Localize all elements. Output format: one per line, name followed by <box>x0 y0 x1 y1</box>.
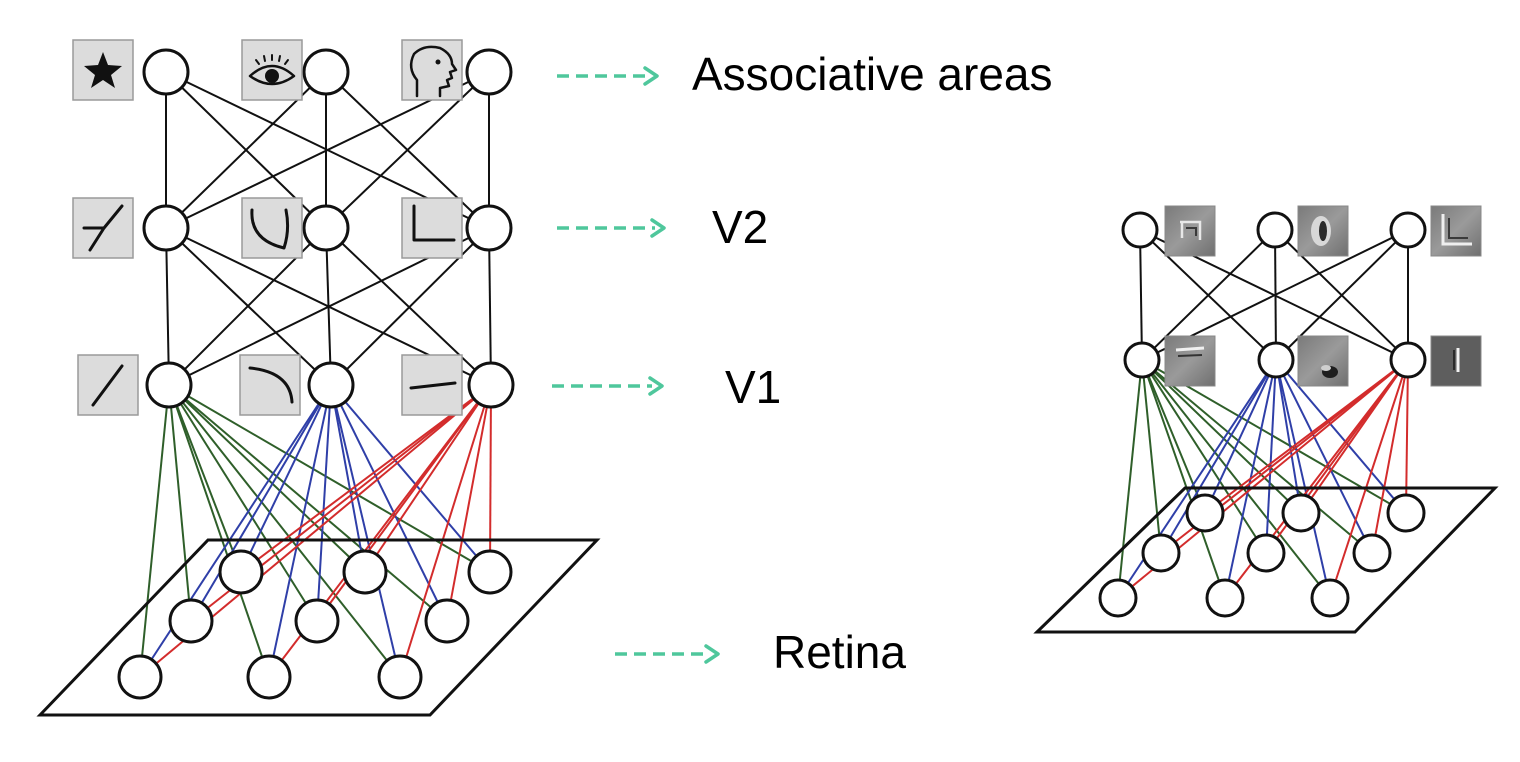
retina-neuron <box>294 598 340 644</box>
edge-v1-to-retina <box>316 384 332 622</box>
edge-v2-to-v1 <box>1139 229 1143 361</box>
retina-label: Retina <box>773 626 906 678</box>
v1-neuron <box>145 361 193 409</box>
v2-label: V2 <box>712 201 768 253</box>
right-network-nodes <box>1098 211 1427 618</box>
edge-v1-to-retina <box>399 384 492 678</box>
edge-v1-to-retina <box>139 384 170 678</box>
edge-v1-to-retina <box>1141 359 1373 554</box>
edge-v1-to-retina <box>330 384 448 622</box>
star-icon <box>72 39 134 101</box>
edge-v1-to-retina <box>330 384 401 678</box>
associative-neuron <box>302 48 350 96</box>
v1-neuron <box>1389 341 1427 379</box>
corner-icon <box>401 197 463 259</box>
v1-neuron <box>1123 341 1161 379</box>
edge-v2-to-v1 <box>165 227 170 386</box>
learned-filter-blob-icon <box>1297 205 1349 257</box>
retina-neuron <box>1386 493 1426 533</box>
edge-v1-to-retina <box>1265 359 1277 554</box>
associative-areas-label: Associative areas <box>692 48 1053 100</box>
t-junction-icon <box>72 197 134 259</box>
v2-neuron <box>1256 211 1294 249</box>
retina-neuron <box>1098 578 1138 618</box>
edge-v1-to-retina <box>1371 359 1409 554</box>
edge-v2-to-v1 <box>1141 229 1276 361</box>
edge-v1-to-retina <box>168 384 270 678</box>
retina-neuron <box>246 654 292 700</box>
right-retina-plane <box>1033 486 1499 634</box>
associative-neuron <box>465 48 513 96</box>
learned-filter-bar-icon <box>1430 335 1482 387</box>
edge-v1-to-retina <box>168 384 448 622</box>
retina-neuron <box>1352 533 1392 573</box>
horizontal-line-icon <box>401 354 463 416</box>
left-retina-plane <box>36 538 601 717</box>
edge-v1-to-retina <box>1405 359 1409 514</box>
edge-v1-to-retina <box>489 384 492 573</box>
curve-icon <box>241 197 303 259</box>
retina-neuron <box>377 654 423 700</box>
v2-neuron <box>142 204 190 252</box>
edge-v1-to-retina <box>1117 359 1143 599</box>
left-network-nodes <box>117 48 515 700</box>
edge-v1-to-retina <box>168 384 192 622</box>
retina-neuron <box>1281 493 1321 533</box>
diagonal-line-icon <box>77 354 139 416</box>
associative-neuron <box>142 48 190 96</box>
v1-neuron <box>467 361 515 409</box>
retina-arrow <box>615 644 720 664</box>
edge-v1-to-retina <box>168 384 401 678</box>
edge-v1-to-retina <box>446 384 492 622</box>
edge-v1-to-retina <box>268 384 332 678</box>
retina-neuron <box>1141 533 1181 573</box>
retina-neuron <box>168 598 214 644</box>
edge-v2-to-v1 <box>325 227 492 386</box>
retina-neuron <box>218 549 264 595</box>
retina-neuron <box>1246 533 1286 573</box>
v1-arrow <box>552 376 664 396</box>
learned-filter-edge-icon <box>1164 335 1216 387</box>
v1-label: V1 <box>725 361 781 413</box>
v2-neuron <box>1389 211 1427 249</box>
retina-neuron <box>424 598 470 644</box>
edge-v1-to-retina <box>168 384 318 622</box>
learned-filter-corner-icon <box>1430 205 1482 257</box>
edge-v2-to-v1 <box>488 227 492 386</box>
retina-neuron <box>1185 493 1225 533</box>
v1-neuron <box>1257 341 1295 379</box>
v2-arrow <box>557 218 666 238</box>
edge-v1-to-retina <box>1160 359 1277 554</box>
edge-v1-to-retina <box>1275 359 1331 599</box>
arc-icon <box>239 354 301 416</box>
v2-neuron <box>1121 211 1159 249</box>
edge-v1-to-retina <box>190 384 332 622</box>
v2-neuron <box>302 204 350 252</box>
edge-v1-to-retina <box>1329 359 1409 599</box>
eye-icon <box>241 39 303 101</box>
associative-arrow <box>557 66 659 86</box>
retina-neuron <box>467 549 513 595</box>
retina-neuron <box>342 549 388 595</box>
edge-v1-to-retina <box>1141 359 1226 599</box>
v2-neuron <box>465 204 513 252</box>
learned-filter-spot-icon <box>1297 335 1349 387</box>
v1-neuron <box>307 361 355 409</box>
retina-neuron <box>1310 578 1350 618</box>
learned-filter-square-icon <box>1164 205 1216 257</box>
retina-neuron <box>1205 578 1245 618</box>
retina-neuron <box>117 654 163 700</box>
edge-v1-to-retina <box>1141 359 1267 554</box>
edge-v1-to-retina <box>1141 359 1331 599</box>
face-profile-icon <box>401 39 463 101</box>
edge-v1-to-retina <box>1141 359 1162 554</box>
